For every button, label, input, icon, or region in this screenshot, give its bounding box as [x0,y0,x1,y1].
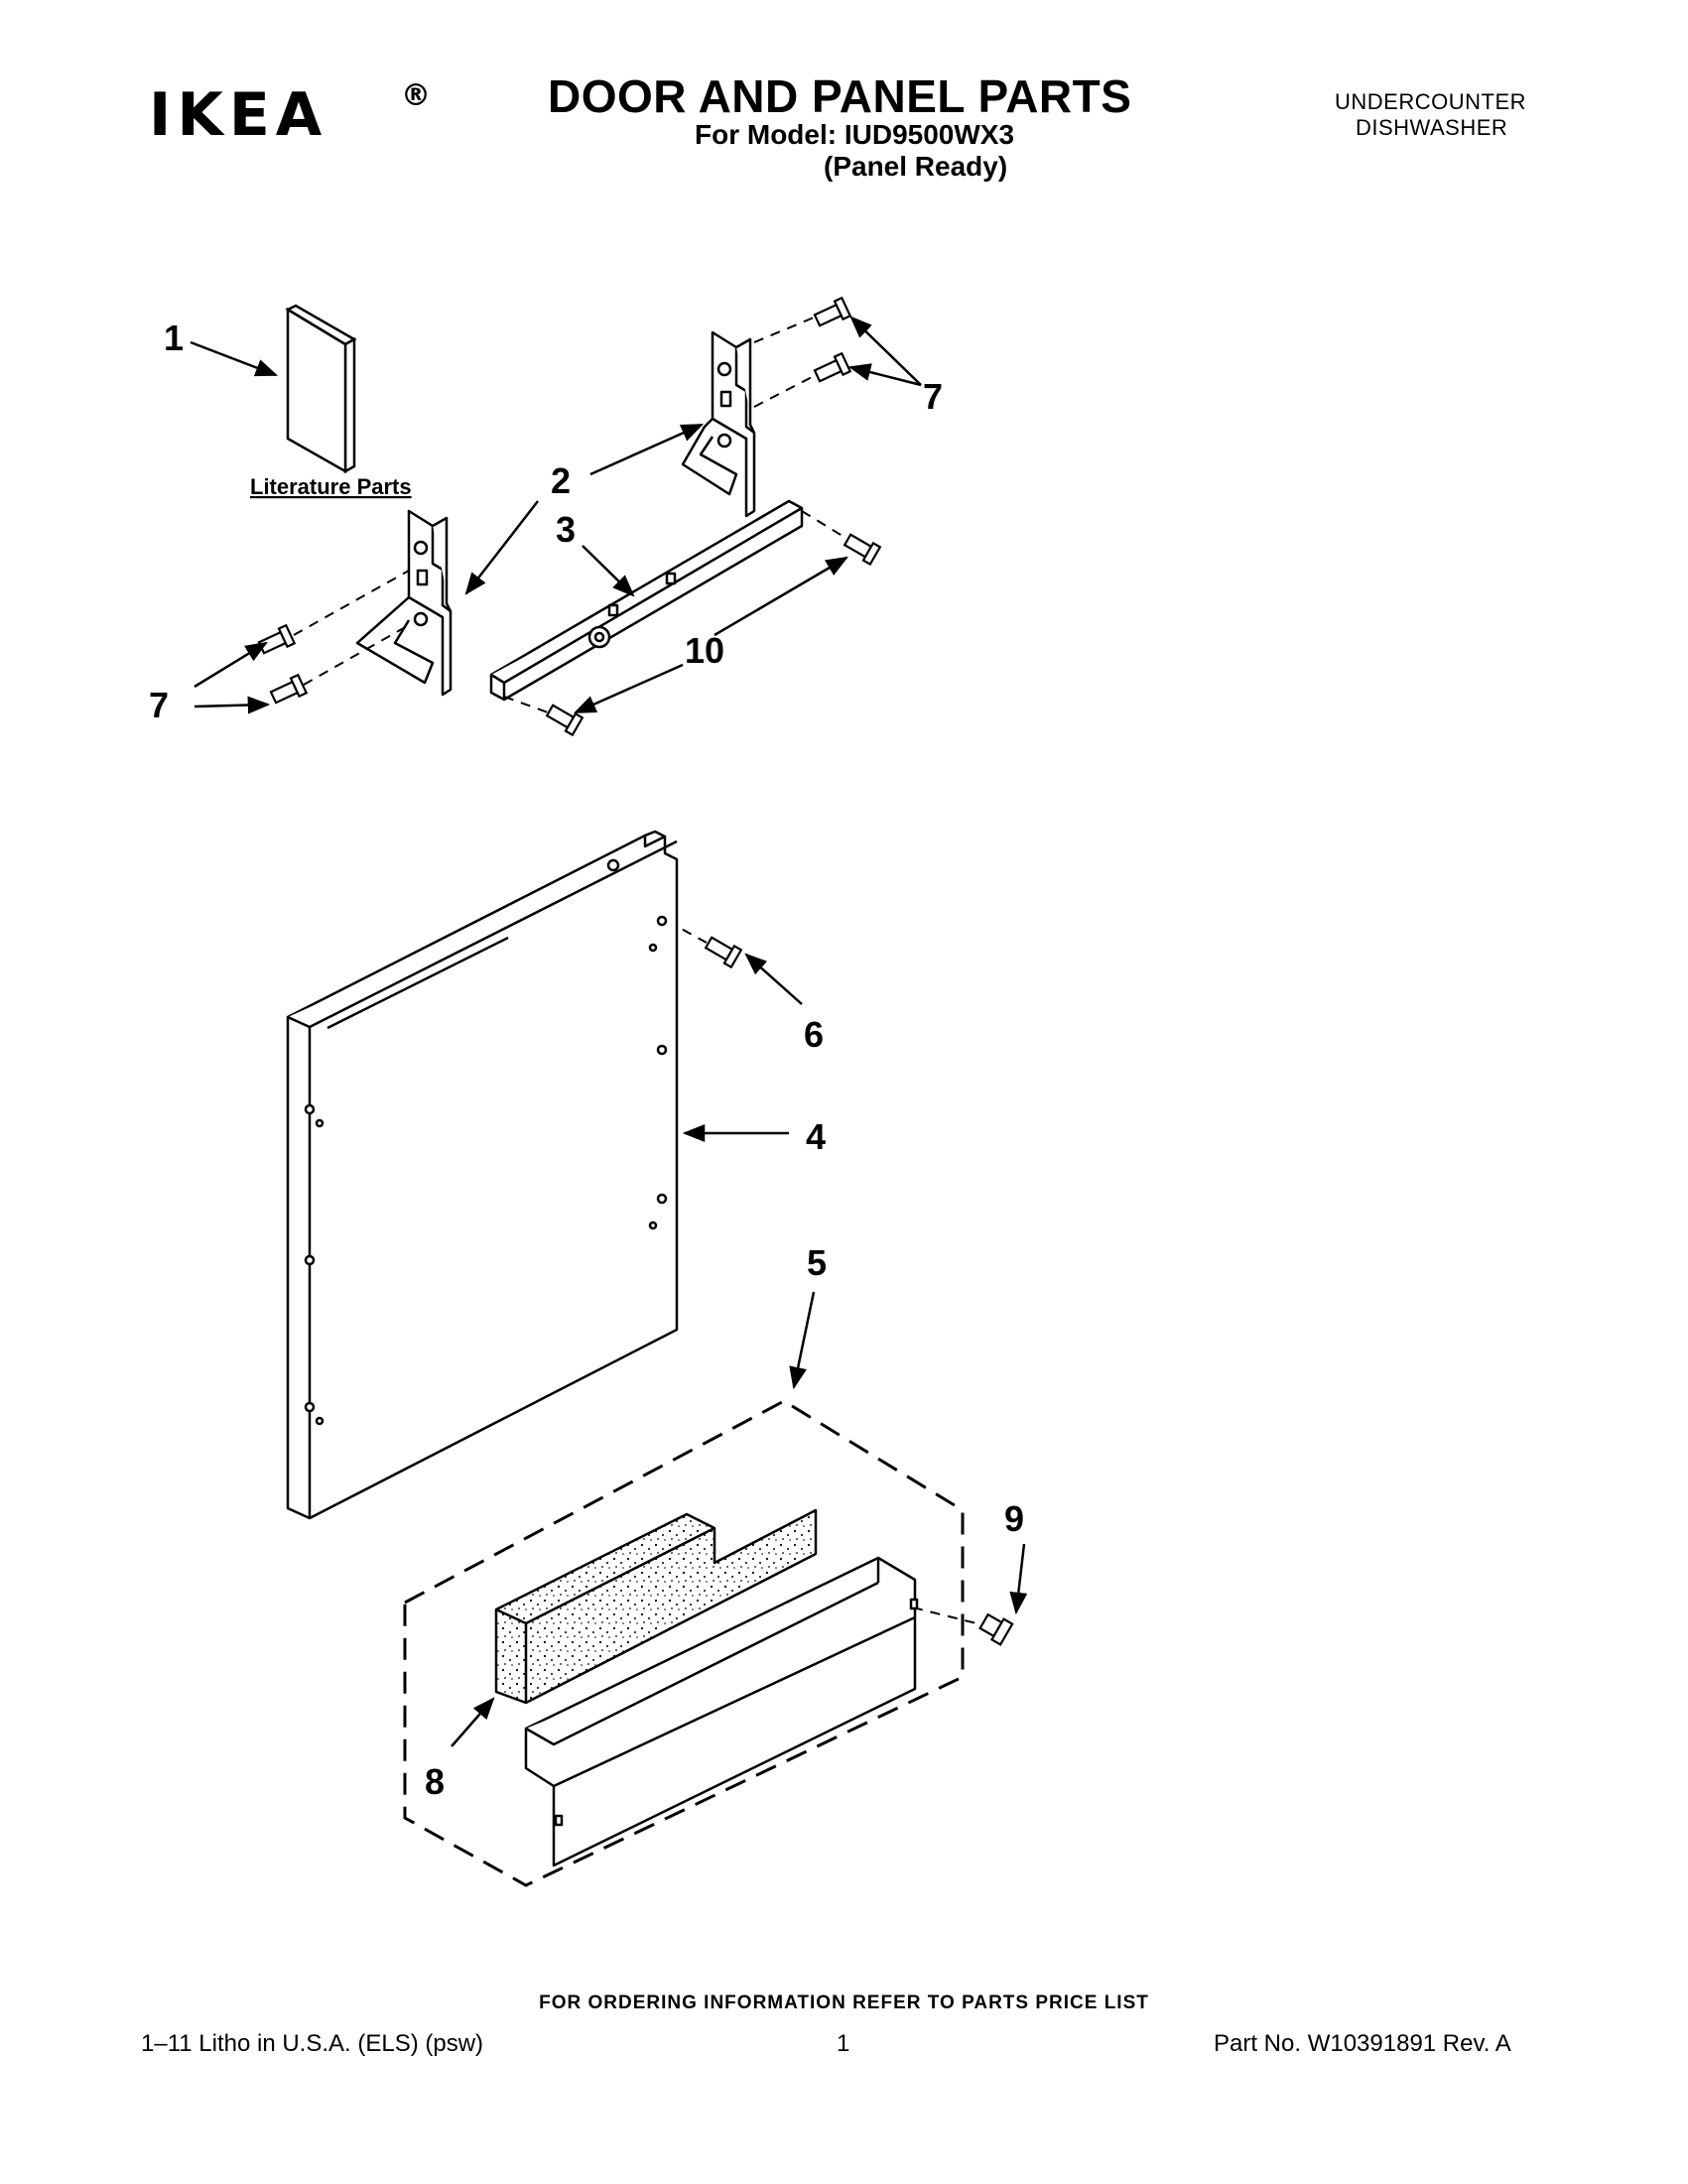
leader-arrows [190,316,1028,1747]
model-line: For Model: IUD9500WX3 [695,119,1015,150]
brand-logo: IKEA ® [149,81,431,146]
callout-6: 6 [804,1014,824,1055]
screw-7-left-a [257,623,297,655]
callout-8: 8 [425,1761,445,1802]
print-info: 1–11 Litho in U.S.A. (ELS) (psw) [141,2030,484,2057]
callout-2: 2 [551,460,571,501]
callout-10: 10 [685,630,724,671]
category-line-1: UNDERCOUNTER [1335,89,1526,114]
mounting-bracket-left [355,509,453,697]
screw-6 [704,936,743,969]
toe-kick-panel [524,1556,919,1867]
page-number: 1 [837,2030,850,2057]
page-title: DOOR AND PANEL PARTS [548,70,1132,122]
callout-7-left: 7 [149,685,169,725]
screw-10-left [545,704,584,737]
registered-mark: ® [401,78,431,113]
callout-7-right: 7 [923,376,943,417]
callout-1: 1 [164,318,184,358]
door-top-channel [489,499,804,702]
callout-3: 3 [556,509,576,550]
part-number: Part No. W10391891 Rev. A [1214,2030,1511,2057]
screw-group [257,296,1014,1646]
literature-booklet [285,304,357,474]
brand-name: IKEA [149,80,328,150]
screw-7-top-a [813,296,852,327]
callout-4: 4 [806,1116,826,1157]
callout-numbers: 1 2 3 4 5 6 7 7 8 9 10 [149,318,1024,1802]
screw-7-top-b [813,351,852,383]
callout-5: 5 [807,1242,827,1283]
model-variant: (Panel Ready) [824,151,1008,182]
screw-9 [978,1612,1014,1646]
ordering-note: FOR ORDERING INFORMATION REFER TO PARTS … [539,1992,1149,2013]
category-line-2: DISHWASHER [1356,115,1508,140]
screw-7-left-b [269,673,309,705]
assembly-outline [403,1399,965,1887]
screw-10-right [843,533,882,567]
callout-9: 9 [1004,1498,1024,1539]
door-panel [286,830,679,1520]
mounting-bracket-right [681,330,756,518]
literature-parts-label: Literature Parts [250,474,412,499]
foam-strip [494,1508,818,1705]
